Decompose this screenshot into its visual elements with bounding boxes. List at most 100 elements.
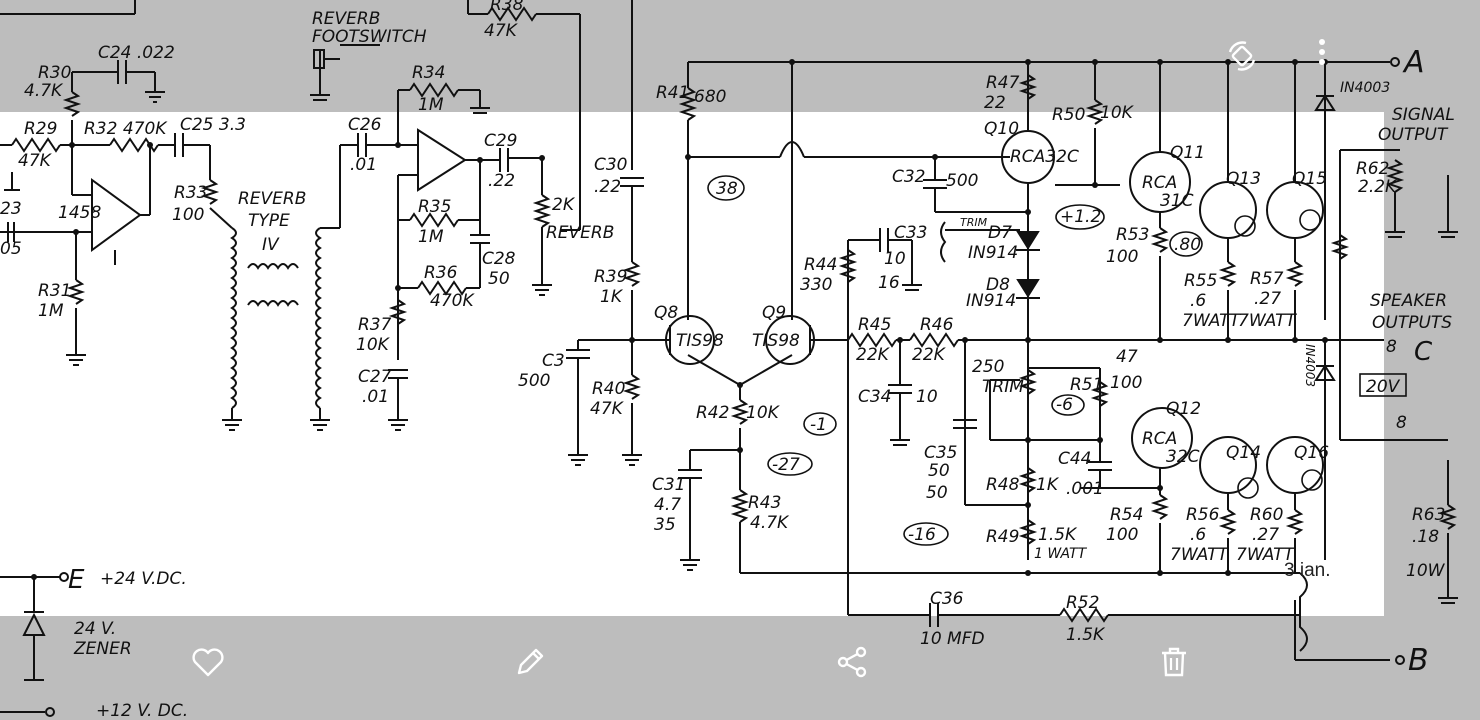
heart-icon	[192, 648, 224, 677]
label-r53-value: 100	[1106, 247, 1138, 267]
date-label: 3 ian.	[1284, 560, 1331, 581]
label-type: TYPE	[248, 211, 290, 231]
label-q13: Q13	[1226, 169, 1261, 189]
label-r60-value: .27	[1252, 525, 1279, 545]
label-node-12: +1.2	[1060, 207, 1101, 227]
label-q8-type: TIS98	[676, 331, 724, 351]
label-r37: R37	[358, 315, 392, 335]
label-r47-value: 22	[984, 93, 1006, 113]
label-47: 47	[1116, 347, 1138, 367]
label-r30-value: 4.7K	[24, 81, 64, 101]
label-in4003-top: IN4003	[1340, 80, 1390, 96]
label-q10: Q10	[984, 119, 1019, 139]
label-q11-type2: 31C	[1160, 191, 1194, 211]
label-r55-value: .6	[1190, 291, 1206, 311]
label-q11: Q11	[1170, 143, 1205, 163]
edit-button[interactable]	[502, 634, 558, 690]
label-r63: R63	[1412, 505, 1445, 525]
label-c36-value: 10 MFD	[920, 629, 985, 649]
label-q11-type: RCA	[1142, 173, 1177, 193]
label-r44: R44	[804, 255, 837, 275]
label-node-6: -6	[1056, 395, 1073, 415]
label-r31-value: 1M	[38, 301, 64, 321]
label-c24: C24 .022	[98, 43, 175, 63]
label-speaker: SPEAKER	[1370, 291, 1447, 311]
label-trim: TRIM	[982, 377, 1024, 397]
label-q14: Q14	[1226, 443, 1261, 463]
label-r49-value: 1.5K	[1038, 525, 1078, 545]
label-c31-value2: 35	[654, 515, 676, 535]
label-footswitch: FOOTSWITCH	[312, 27, 427, 47]
label-c32-value: 500	[946, 171, 978, 191]
label-reverb-type: REVERB	[238, 189, 306, 209]
label-r41-value: 680	[694, 87, 726, 107]
label-d8: D8	[986, 275, 1010, 295]
label-in4003-vertical: IN4003	[1303, 344, 1317, 387]
label-d7: D7	[988, 223, 1012, 243]
label-12vdc: +12 V. DC.	[96, 701, 188, 720]
label-c31-value: 4.7	[654, 495, 681, 515]
label-r50: R50	[1052, 105, 1085, 125]
label-c31: C31	[652, 475, 686, 495]
label-q12: Q12	[1166, 399, 1201, 419]
label-r51-value: 100	[1110, 373, 1142, 393]
label-r55: R55	[1184, 271, 1217, 291]
label-r29-value: 47K	[18, 151, 53, 171]
more-options-button[interactable]	[1294, 24, 1350, 80]
label-node-80: .80	[1174, 235, 1201, 255]
label-c32: C32	[892, 167, 926, 187]
label-r46: R46	[920, 315, 954, 335]
label-24v: 24 V.	[74, 619, 116, 639]
label-r47: R47	[986, 73, 1020, 93]
label-r35-value: 1M	[418, 227, 444, 247]
label-pin-a: A	[1402, 45, 1425, 80]
label-r62-value: 2.2K	[1358, 177, 1398, 197]
label-type-number: IV	[262, 235, 280, 255]
label-c30-value: .22	[594, 177, 621, 197]
more-vertical-icon	[1319, 39, 1325, 65]
label-c27: C27	[358, 367, 392, 387]
label-c34-value: 10	[916, 387, 938, 407]
label-r33-value: 100	[172, 205, 204, 225]
auto-rotate-button[interactable]	[1214, 28, 1270, 84]
label-q9: Q9	[762, 303, 786, 323]
label-r35: R35	[418, 197, 451, 217]
label-pot-reverb: REVERB	[546, 223, 614, 243]
label-c29-value: .22	[488, 171, 515, 191]
label-q8: Q8	[654, 303, 678, 323]
label-pot-2k: 2K	[552, 195, 576, 215]
label-r54: R54	[1110, 505, 1143, 525]
label-r56: R56	[1186, 505, 1220, 525]
label-node-1: -1	[810, 415, 827, 435]
label-8ohm-top: 8	[1386, 337, 1397, 357]
label-c35: C35	[924, 443, 958, 463]
favorite-button[interactable]	[180, 634, 236, 690]
label-r42-value: 10K	[746, 403, 781, 423]
label-r46-value: 22K	[912, 345, 947, 365]
share-button[interactable]	[824, 634, 880, 690]
label-r38-value: 47K	[484, 21, 519, 41]
label-node-38: 38	[716, 179, 738, 199]
label-7watt-top-a: 7WATT	[1182, 311, 1242, 331]
label-24vdc: +24 V.DC.	[100, 569, 187, 589]
label-r32: R32 470K	[84, 119, 168, 139]
trash-icon	[1162, 647, 1186, 677]
label-node-16: -16	[908, 525, 936, 545]
label-r45: R45	[858, 315, 891, 335]
label-r250: 250	[972, 357, 1004, 377]
label-r40-value: 47K	[590, 399, 625, 419]
label-node-27: -27	[772, 455, 800, 475]
label-r52: R52	[1066, 593, 1099, 613]
delete-button[interactable]	[1146, 634, 1202, 690]
label-pin-e: E	[68, 565, 85, 595]
label-pin-b: B	[1408, 643, 1429, 678]
label-signal: SIGNAL	[1392, 105, 1455, 125]
label-r38: R38	[490, 0, 524, 15]
label-c33-value: 10	[884, 249, 906, 269]
label-r41: R41	[656, 83, 689, 103]
label-q15: Q15	[1292, 169, 1327, 189]
label-r37-value: 10K	[356, 335, 391, 355]
label-q9-type: TIS98	[752, 331, 800, 351]
label-r49-value2: 1 WATT	[1034, 546, 1088, 562]
